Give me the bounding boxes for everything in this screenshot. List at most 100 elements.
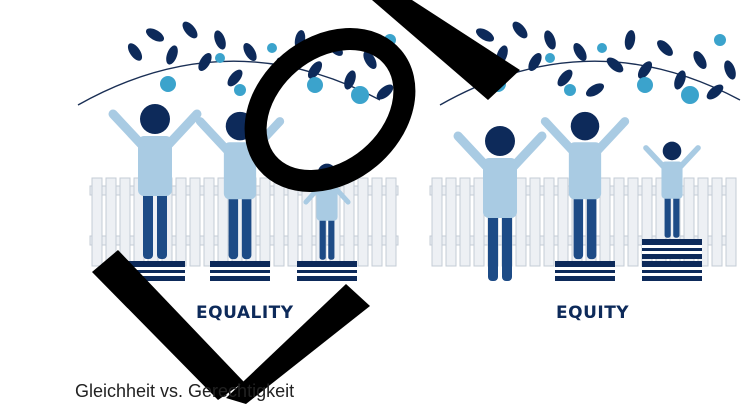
fence-picket	[431, 177, 443, 267]
crate-slat	[125, 267, 185, 270]
leaf-icon	[127, 43, 143, 61]
crate-icon	[555, 261, 615, 281]
leaf-icon	[512, 21, 528, 39]
person-torso	[661, 161, 683, 199]
crate-slat	[210, 267, 270, 270]
crate-slat	[210, 273, 270, 276]
fence-picket	[371, 177, 383, 267]
berry-icon	[545, 53, 555, 63]
leaf-icon	[182, 21, 198, 39]
leaf-icon	[557, 69, 573, 87]
person-head	[662, 141, 682, 161]
person-arm	[195, 117, 231, 155]
person-leg	[502, 213, 512, 281]
crate-slat	[297, 273, 357, 276]
person-arm	[540, 117, 576, 155]
berry-icon	[681, 86, 699, 104]
leaf-icon	[363, 50, 377, 70]
crate-icon	[210, 261, 270, 281]
fence-picket	[711, 177, 723, 267]
person-torso	[138, 136, 172, 196]
fence-picket	[343, 177, 355, 267]
berry-icon	[307, 77, 323, 93]
person-arm	[509, 131, 547, 171]
crate-slat	[555, 273, 615, 276]
person-leg	[157, 191, 167, 259]
fence-picket	[287, 177, 299, 267]
watermark-stroke-o	[244, 28, 416, 192]
fence-picket	[203, 177, 215, 267]
fence-group	[89, 177, 737, 267]
leaf-icon	[214, 30, 226, 50]
crate-slat	[642, 245, 702, 248]
person-torso	[568, 142, 602, 200]
fence-picket	[459, 177, 471, 267]
person-leg	[664, 195, 671, 238]
leaf-icon	[693, 50, 707, 70]
fence-picket	[175, 177, 187, 267]
person-leg	[319, 217, 326, 260]
leaf-icon	[657, 40, 673, 56]
fence-picket	[119, 177, 131, 267]
leaf-icon	[528, 52, 542, 72]
fence-picket	[697, 177, 709, 267]
person-arm	[164, 109, 202, 149]
person-leg	[586, 194, 597, 260]
leaf-icon	[624, 30, 636, 50]
fence-picket	[445, 177, 457, 267]
fence-picket	[473, 177, 485, 267]
leaf-icon	[637, 61, 653, 79]
person-leg	[143, 191, 153, 259]
berry-icon	[564, 84, 576, 96]
crate-icon	[642, 239, 702, 259]
watermark-stroke-v	[226, 284, 370, 404]
crate-slat	[642, 251, 702, 254]
person-leg	[673, 195, 680, 238]
person-leg	[328, 217, 335, 260]
fence-picket	[613, 177, 625, 267]
person-head	[570, 111, 600, 141]
berry-icon	[637, 77, 653, 93]
leaf-icon	[243, 42, 257, 62]
leaf-icon	[198, 52, 212, 72]
watermark-stroke-top	[372, 0, 520, 100]
leaf-icon	[475, 28, 495, 42]
leaf-icon	[585, 83, 605, 97]
person-arm	[594, 117, 630, 155]
person-torso	[223, 142, 257, 200]
equity-label: EQUITY	[556, 303, 630, 323]
berry-icon	[351, 86, 369, 104]
leaf-icon	[573, 42, 587, 62]
fence-picket	[725, 177, 737, 267]
berry-icon	[234, 84, 246, 96]
crate-slat	[555, 267, 615, 270]
fence-picket	[259, 177, 271, 267]
person-arm	[453, 131, 491, 171]
watermark-stroke-v	[92, 250, 244, 400]
crate-slat	[125, 273, 185, 276]
fence-picket	[357, 177, 369, 267]
berry-icon	[597, 43, 607, 53]
person-head	[485, 126, 515, 156]
leaf-icon	[166, 45, 178, 65]
berry-icon	[160, 76, 176, 92]
crate-icon	[642, 261, 702, 281]
person-arm	[333, 185, 351, 205]
fence-picket	[529, 177, 541, 267]
berry-icon	[714, 34, 726, 46]
fence-picket	[189, 177, 201, 267]
person-torso	[483, 158, 517, 218]
fence-picket	[105, 177, 117, 267]
person-leg	[573, 194, 584, 260]
fence-picket	[599, 177, 611, 267]
person-arm	[643, 145, 667, 170]
watermark-overlay	[92, 0, 520, 404]
person-leg	[488, 213, 498, 281]
crate-icon	[297, 261, 357, 281]
fence-picket	[543, 177, 555, 267]
equality-label: EQUALITY	[196, 303, 294, 323]
crate-slat	[642, 267, 702, 270]
person-torso	[316, 183, 338, 221]
